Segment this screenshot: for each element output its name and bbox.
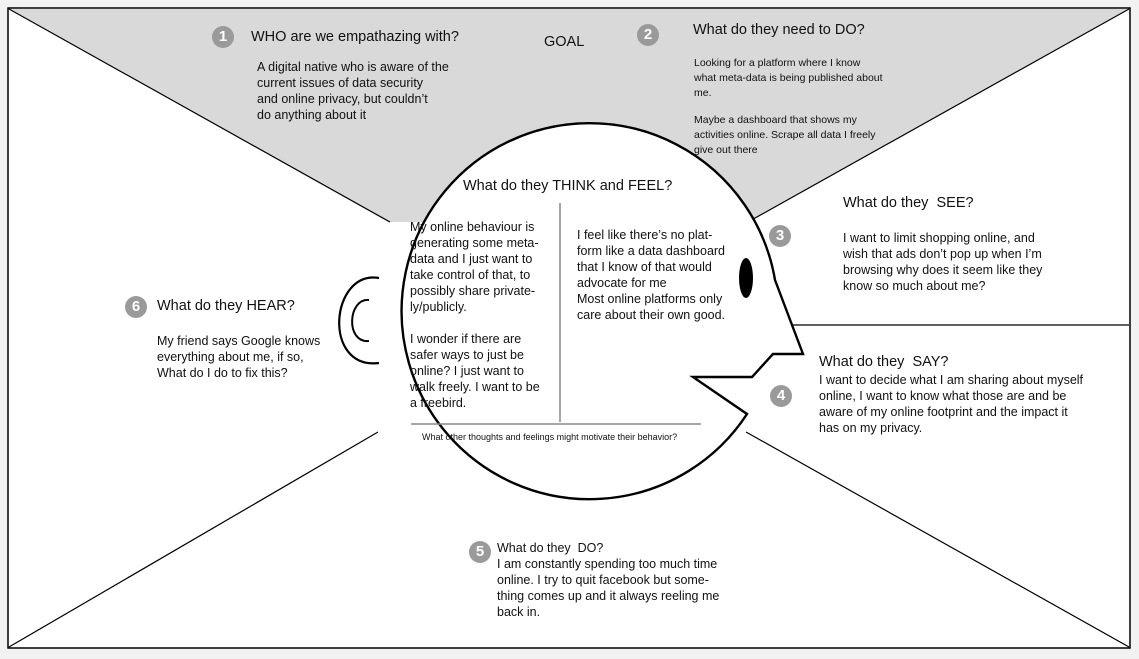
think-left-line-11: a freebird. [410, 396, 467, 410]
do-title: What do they DO? [497, 541, 604, 555]
do-line-4: back in. [497, 605, 541, 619]
need-to-do-line-6: give out there [694, 144, 758, 156]
section-number-2: 2 [637, 24, 659, 46]
think-left-line-6: ly/publicly. [410, 300, 467, 314]
see-line-2: wish that ads don’t pop up when I’m [843, 247, 1042, 261]
need-to-do-line-4: Maybe a dashboard that shows my [694, 114, 857, 126]
think-left-line-3: data and I just want to [410, 252, 533, 266]
hear-line-2: everything about me, if so, [157, 350, 304, 364]
think-left-line-5: possibly share private- [410, 284, 536, 298]
see-line-3: browsing why does it seem like they [843, 263, 1043, 277]
think-left-line-9: online? I just want to [410, 364, 524, 378]
do-line-2: online. I try to quit facebook but some- [497, 573, 709, 587]
need-to-do-line-1: Looking for a platform where I know [694, 57, 861, 69]
ear-inner [351, 298, 370, 343]
hear-line-3: What do I do to fix this? [157, 366, 288, 380]
who-title: WHO are we empathazing with? [251, 29, 459, 45]
think-right-line-1: I feel like there’s no plat- [577, 228, 713, 242]
think-right-line-6: care about their own good. [577, 308, 726, 322]
section-number-4: 4 [770, 385, 792, 407]
section-number-5: 5 [469, 541, 491, 563]
need-to-do-line-5: activities online. Scrape all data I fre… [694, 129, 876, 141]
eye [739, 258, 753, 298]
head-outline [400, 122, 805, 501]
who-line-1: A digital native who is aware of the [257, 60, 449, 74]
see-title: What do they SEE? [843, 195, 974, 211]
think-feel-title: What do they THINK and FEEL? [463, 178, 673, 194]
who-line-2: current issues of data security [257, 76, 424, 90]
need-to-do-line-3: me. [694, 87, 712, 99]
hear-title: What do they HEAR? [157, 298, 295, 314]
think-left-line-8: safer ways to just be [410, 348, 524, 362]
ear [338, 276, 380, 365]
goal-region [9, 9, 1129, 222]
think-left-line-1: My online behaviour is [410, 220, 535, 234]
need-to-do-line-2: what meta-data is being published about [694, 72, 883, 84]
see-line-4: know so much about me? [843, 279, 986, 293]
think-right-line-3: that I know of that would [577, 260, 712, 274]
think-left-line-4: take control of that, to [410, 268, 531, 282]
section-number-1: 1 [212, 26, 234, 48]
who-line-4: do anything about it [257, 108, 367, 122]
think-right-line-2: form like a data dashboard [577, 244, 726, 258]
think-feel-footer: What other thoughts and feelings might m… [422, 432, 678, 442]
do-line-1: I am constantly spending too much time [497, 557, 718, 571]
say-line-2: online, I want to know what those are an… [819, 389, 1067, 403]
do-line-3: thing comes up and it always reeling me [497, 589, 720, 603]
section-number-3: 3 [769, 225, 791, 247]
say-title: What do they SAY? [819, 354, 949, 370]
think-left-line-7: I wonder if there are [410, 332, 522, 346]
say-line-1: I want to decide what I am sharing about… [819, 373, 1084, 387]
see-line-1: I want to limit shopping online, and [843, 231, 1035, 245]
think-right-line-4: advocate for me [577, 276, 667, 290]
think-left-line-10: walk freely. I want to be [410, 380, 540, 394]
section-number-6: 6 [125, 296, 147, 318]
think-left-line-2: generating some meta- [410, 236, 539, 250]
think-right-line-5: Most online platforms only [577, 292, 723, 306]
who-line-3: and online privacy, but couldn’t [257, 92, 428, 106]
hear-line-1: My friend says Google knows [157, 334, 321, 348]
need-to-do-title: What do they need to DO? [693, 22, 865, 38]
goal-label: GOAL [544, 34, 585, 50]
say-line-3: aware of my online footprint and the imp… [819, 405, 1068, 419]
say-line-4: has on my privacy. [819, 421, 923, 435]
